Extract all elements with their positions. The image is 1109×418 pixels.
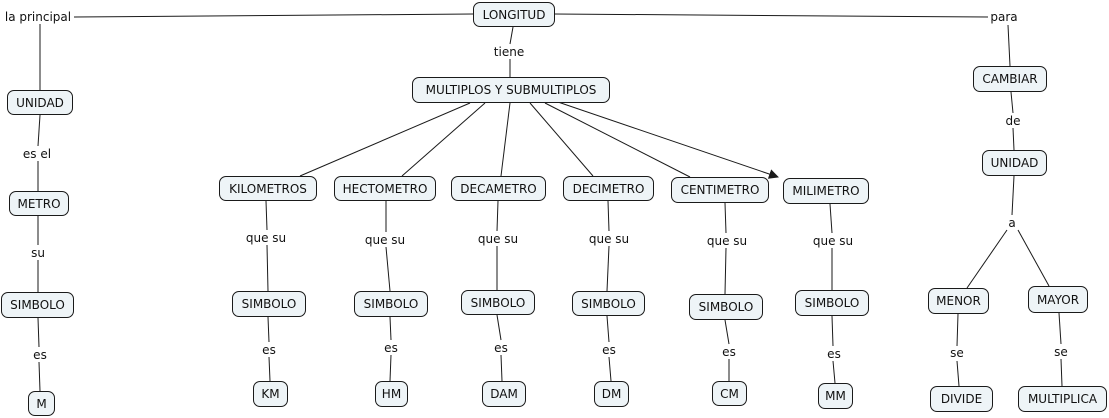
link-label-la-principal: la principal: [3, 10, 73, 24]
connector-line: [1012, 127, 1015, 151]
connector-line: [266, 244, 269, 292]
connector-line: [832, 360, 836, 384]
connector-line: [509, 26, 514, 45]
connector-line: [38, 361, 41, 392]
node-decametro[interactable]: DECAMETRO: [451, 176, 546, 201]
node-simbolo[interactable]: SIMBOLO: [1, 292, 74, 318]
node-simbolo[interactable]: SIMBOLO: [354, 291, 428, 317]
connector-line: [553, 13, 989, 18]
node-milimetro[interactable]: MILIMETRO: [783, 178, 869, 204]
connector-line: [956, 360, 960, 387]
connector-line: [1017, 229, 1050, 287]
connector-line: [829, 203, 833, 234]
connector-line: [500, 354, 503, 382]
link-label-que-su: que su: [244, 231, 288, 245]
connector-line: [831, 315, 834, 347]
node-simbolo[interactable]: SIMBOLO: [232, 291, 306, 317]
connector-line: [956, 313, 959, 347]
connector-line: [389, 354, 392, 382]
connector-line: [500, 102, 511, 177]
connector-line: [554, 100, 779, 179]
node-cambiar[interactable]: CAMBIAR: [973, 66, 1047, 92]
node-unidad[interactable]: UNIDAD: [7, 90, 73, 115]
link-label-se: se: [1053, 345, 1069, 359]
connector-line: [299, 102, 471, 177]
link-label-que-su: que su: [476, 232, 520, 246]
connector-line: [265, 200, 268, 231]
link-label-que-su: que su: [363, 233, 407, 247]
node-multiplica[interactable]: MULTIPLICA: [1018, 386, 1107, 412]
connector-line: [1060, 358, 1063, 387]
connector-line: [1011, 175, 1015, 216]
node-kilometros[interactable]: KILOMETROS: [219, 176, 317, 201]
link-label-es: es: [493, 341, 509, 355]
connector-line: [724, 247, 727, 295]
link-label-para: para: [989, 10, 1019, 24]
node-simbolo[interactable]: SIMBOLO: [461, 290, 535, 315]
node-divide[interactable]: DIVIDE: [930, 386, 993, 412]
link-label-a: a: [1007, 216, 1017, 230]
node-metro[interactable]: METRO: [9, 191, 69, 216]
connector-line: [724, 202, 727, 234]
connector-line: [1007, 24, 1011, 67]
node-simbolo[interactable]: SIMBOLO: [689, 294, 763, 320]
node-unidad[interactable]: UNIDAD: [982, 150, 1047, 176]
connector-line: [37, 114, 41, 147]
node-km[interactable]: KM: [253, 381, 288, 407]
link-label-es: es: [601, 343, 617, 357]
link-label-su: su: [30, 246, 46, 260]
connector-line: [385, 246, 391, 292]
connector-line: [966, 229, 1008, 289]
connector-line: [607, 200, 610, 232]
node-dm[interactable]: DM: [594, 381, 629, 407]
connector-line: [389, 316, 392, 341]
connector-line: [608, 356, 612, 382]
node-m[interactable]: M: [28, 391, 55, 416]
node-menor[interactable]: MENOR: [928, 288, 989, 314]
connector-line: [1010, 91, 1014, 114]
node-decimetro[interactable]: DECIMETRO: [563, 176, 654, 201]
node-mm[interactable]: MM: [818, 383, 853, 409]
node-longitud[interactable]: LONGITUD: [473, 2, 555, 27]
link-label-se: se: [949, 346, 965, 360]
connector-line: [496, 314, 502, 341]
link-label-que-su: que su: [587, 232, 631, 246]
node-centimetro[interactable]: CENTIMETRO: [671, 177, 769, 203]
node-mayor[interactable]: MAYOR: [1028, 286, 1088, 313]
connector-line: [73, 13, 474, 18]
link-label-tiene: tiene: [492, 45, 526, 59]
connector-line: [529, 102, 594, 177]
connector-line: [1058, 312, 1062, 345]
link-label-que-su: que su: [811, 234, 855, 248]
connector-line: [496, 200, 499, 232]
link-label-es-el: es el: [21, 147, 53, 161]
connector-line: [606, 245, 610, 292]
connector-line: [267, 316, 270, 343]
link-label-es: es: [32, 348, 48, 362]
connector-line: [544, 102, 691, 178]
node-hectometro[interactable]: HECTOMETRO: [334, 176, 436, 201]
connector-line: [37, 317, 40, 348]
connector-line: [724, 319, 730, 345]
node-hm[interactable]: HM: [375, 381, 408, 407]
link-label-que-su: que su: [705, 234, 749, 248]
link-label-es: es: [721, 345, 737, 359]
node-cm[interactable]: CM: [712, 381, 747, 406]
connector-line: [606, 315, 610, 343]
link-label-de: de: [1004, 114, 1022, 128]
connector-line: [268, 356, 271, 382]
link-label-es: es: [383, 341, 399, 355]
node-simbolo[interactable]: SIMBOLO: [795, 290, 869, 316]
connector-line: [401, 102, 486, 177]
link-label-es: es: [261, 343, 277, 357]
node-dam[interactable]: DAM: [482, 381, 526, 407]
link-label-es: es: [826, 347, 842, 361]
node-simbolo[interactable]: SIMBOLO: [572, 291, 645, 316]
node-multiplos[interactable]: MULTIPLOS Y SUBMULTIPLOS: [412, 77, 610, 103]
